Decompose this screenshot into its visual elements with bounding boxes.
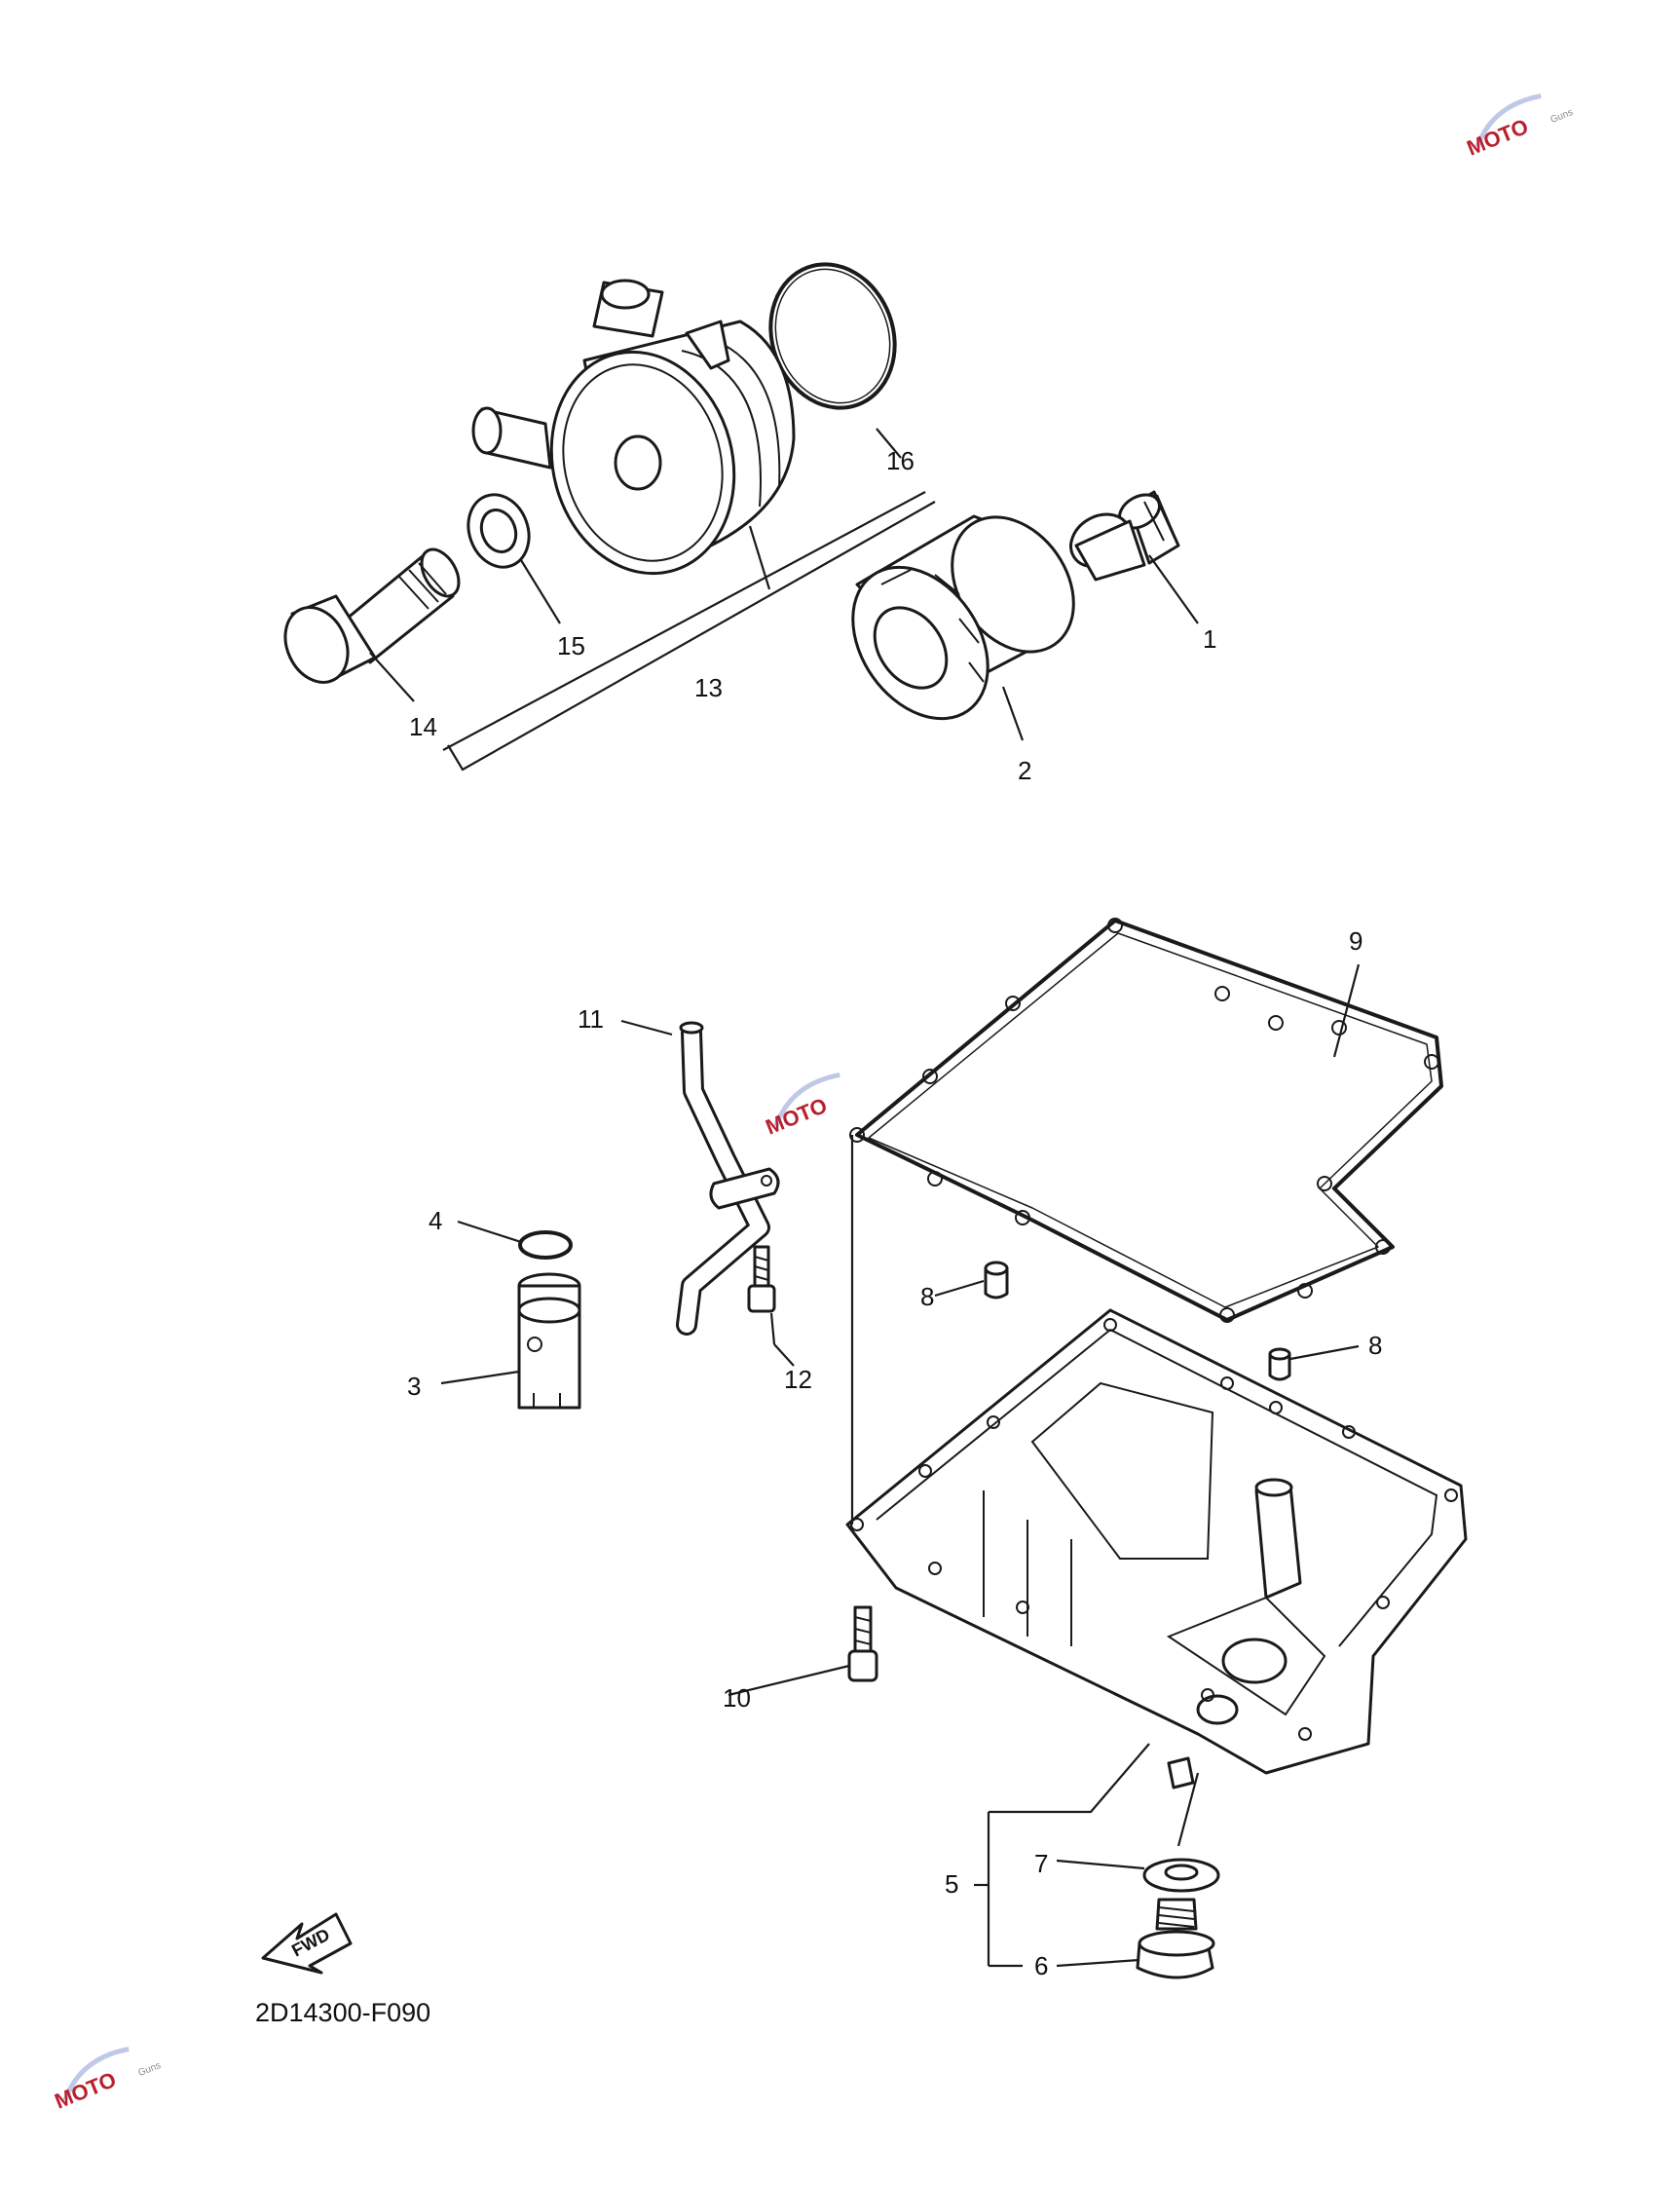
callout-13: 13 [694,673,723,702]
strainer-part-3 [517,1272,581,1410]
bolt-part-10 [847,1605,878,1682]
top-leaders [369,428,1199,772]
gasket-part-9 [849,918,1443,1323]
pipe-part-11 [676,1021,780,1336]
watermark-text: MOTO [1464,114,1532,161]
callout-12: 12 [784,1365,812,1394]
o-ring-part-4 [518,1230,573,1260]
diagram-code: 2D14300-F090 [255,1998,430,2027]
callout-1: 1 [1203,624,1216,654]
oil-cooler-part-13 [471,279,796,576]
callout-15: 15 [557,631,585,660]
callout-11: 11 [578,1004,604,1034]
bottom-leaders [440,963,1361,1968]
watermark-text: MOTO [763,1093,831,1140]
callout-6: 6 [1034,1951,1048,1980]
forward-direction-arrow: FWD [261,1912,353,1975]
dowel-pin-part-8-right [1268,1347,1291,1381]
watermark-sub: Guns [136,2060,162,2079]
plug-part-1 [1069,490,1180,582]
callout-10: 10 [723,1683,751,1713]
watermark-top-right: MOTO Guns [1464,94,1575,161]
callout-2: 2 [1018,756,1031,785]
callout-8-right: 8 [1368,1331,1382,1360]
callout-7: 7 [1034,1849,1048,1878]
watermark-center: MOTO [763,1073,840,1140]
washer-part-15 [467,493,531,569]
dowel-pin-part-8-left [984,1261,1009,1300]
union-bolt-part-14 [283,547,461,684]
callout-4: 4 [429,1206,442,1235]
watermark-bottom-left: MOTO Guns [52,2047,163,2114]
washer-part-7 [1142,1858,1220,1893]
oil-filter-part-2 [851,514,1075,721]
oil-pan [845,1308,1468,1789]
watermark-sub: Guns [1549,107,1574,126]
watermark-text: MOTO [52,2067,120,2114]
drain-bolt-part-6 [1136,1898,1215,1979]
callout-9: 9 [1349,926,1363,956]
callout-14: 14 [409,712,437,741]
callout-8-left: 8 [920,1282,934,1311]
callout-16: 16 [886,446,915,475]
bolt-part-12 [747,1245,776,1313]
callout-5: 5 [945,1869,958,1899]
callout-3: 3 [407,1372,421,1401]
